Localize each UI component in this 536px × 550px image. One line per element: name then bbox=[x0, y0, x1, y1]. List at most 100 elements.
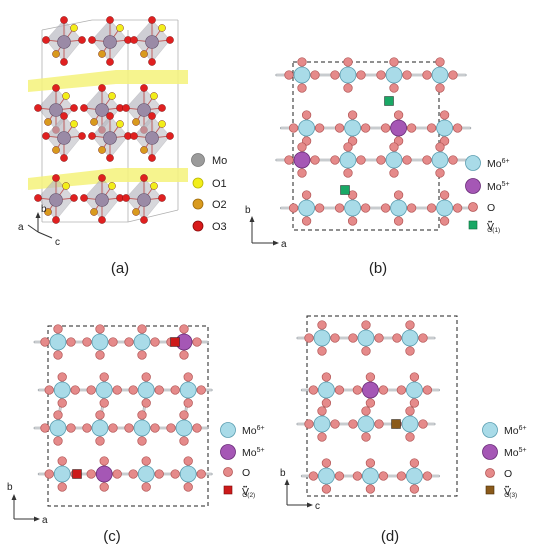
oxygen-atom bbox=[314, 203, 325, 213]
panel-c: b a Mo6+ Mo5+ O V••O(2) (c) bbox=[7, 324, 265, 545]
oxygen-atom bbox=[422, 471, 433, 481]
oxygen-atom bbox=[70, 104, 78, 112]
mo6-atom bbox=[361, 467, 379, 485]
oxygen-atom bbox=[183, 482, 193, 492]
oxygen-atom bbox=[116, 24, 124, 32]
mo6-atom bbox=[390, 199, 408, 217]
legend-o-swatch bbox=[223, 467, 233, 477]
oxygen-atom bbox=[108, 423, 118, 433]
oxygen-atom bbox=[402, 155, 412, 165]
oxygen-atom bbox=[122, 194, 130, 202]
legend-vacancy-o2-swatch bbox=[223, 485, 233, 495]
oxygen-atom bbox=[106, 58, 114, 66]
mo6-atom bbox=[436, 119, 454, 137]
mo6-atom bbox=[133, 419, 151, 437]
legend-o-label: O bbox=[504, 468, 512, 480]
mo6-atom bbox=[53, 465, 71, 483]
mo-atom bbox=[95, 103, 109, 117]
oxygen-atom bbox=[98, 174, 106, 182]
mo6-atom bbox=[357, 415, 375, 433]
axis-label-a: a bbox=[281, 239, 287, 250]
oxygen-atom bbox=[166, 423, 176, 433]
oxygen-atom bbox=[95, 436, 105, 446]
oxygen-atom bbox=[150, 337, 160, 347]
panel-d-lattice bbox=[296, 320, 440, 494]
oxygen-atom bbox=[448, 70, 458, 80]
oxygen-atom bbox=[166, 36, 174, 44]
oxygen-atom bbox=[347, 216, 358, 226]
oxygen-atom bbox=[418, 419, 428, 429]
oxygen-atom bbox=[361, 320, 371, 330]
oxygen-atom bbox=[405, 346, 415, 356]
legend-mo5-swatch bbox=[482, 444, 498, 460]
oxygen-atom bbox=[396, 471, 407, 481]
mo-atom bbox=[57, 35, 71, 49]
oxygen-atom bbox=[98, 84, 106, 92]
oxygen-atom bbox=[140, 174, 148, 182]
oxygen-atom bbox=[78, 36, 86, 44]
oxygen-atom bbox=[40, 423, 50, 433]
legend-vacancy-o2-label: V••O(2) bbox=[242, 485, 255, 499]
oxygen-atom bbox=[314, 123, 325, 133]
oxygen-atom bbox=[418, 333, 428, 343]
mo6-atom bbox=[313, 415, 331, 433]
panel-c-legend: Mo6+ Mo5+ O V••O(2) bbox=[220, 422, 265, 499]
axis-b-arrowhead bbox=[35, 212, 41, 218]
oxygen-atom bbox=[108, 182, 116, 190]
oxygen-atom bbox=[80, 104, 88, 112]
oxygen-atom bbox=[439, 190, 450, 200]
oxygen-atom bbox=[343, 83, 353, 93]
mo6-atom bbox=[431, 151, 449, 169]
oxygen-atom bbox=[389, 57, 399, 67]
oxygen-atom bbox=[317, 432, 327, 442]
oxygen-atom bbox=[196, 469, 206, 479]
legend-o-label: O bbox=[487, 202, 495, 214]
oxygen-atom bbox=[406, 203, 417, 213]
mo-atom bbox=[137, 103, 151, 117]
oxygen-atom bbox=[128, 469, 138, 479]
oxygen-atom bbox=[82, 423, 92, 433]
oxygen-atom bbox=[88, 36, 96, 44]
panel-b: b a Mo6+ Mo5+ O V••O(1) (b) bbox=[245, 57, 510, 277]
oxygen-atom bbox=[374, 333, 384, 343]
axis-a-arrowhead bbox=[34, 516, 40, 522]
mo6-atom bbox=[344, 199, 362, 217]
mo6-atom bbox=[401, 329, 419, 347]
mo6-atom bbox=[95, 381, 113, 399]
oxygen-atom bbox=[317, 346, 327, 356]
axis-label-a: a bbox=[18, 222, 24, 233]
oxygen-atom bbox=[141, 398, 151, 408]
mo5-atom bbox=[95, 465, 113, 483]
legend-o-swatch bbox=[485, 468, 495, 478]
oxygen-atom bbox=[148, 58, 156, 66]
oxygen-atom bbox=[402, 70, 412, 80]
oxygen-atom bbox=[60, 154, 68, 162]
oxygen-atom bbox=[150, 423, 160, 433]
cell-edge bbox=[41, 19, 93, 31]
oxygen-atom bbox=[44, 208, 52, 216]
oxygen-atom bbox=[356, 155, 366, 165]
oxygen-atom bbox=[426, 203, 437, 213]
mo6-atom bbox=[137, 465, 155, 483]
oxygen-atom bbox=[422, 155, 432, 165]
oxygen-atom bbox=[347, 110, 358, 120]
axis-b-arrowhead bbox=[249, 216, 255, 222]
oxygen-atom bbox=[321, 398, 332, 408]
oxygen-atom bbox=[66, 423, 76, 433]
oxygen-atom bbox=[140, 126, 148, 134]
panel-c-caption: (c) bbox=[103, 528, 121, 545]
oxygen-atom bbox=[361, 406, 371, 416]
oxygen-atom bbox=[140, 84, 148, 92]
oxygen-atom bbox=[393, 216, 404, 226]
mo6-atom bbox=[344, 119, 362, 137]
oxygen-atom bbox=[439, 110, 450, 120]
mo6-atom bbox=[436, 199, 454, 217]
oxygen-atom bbox=[409, 484, 420, 494]
oxygen-atom bbox=[106, 154, 114, 162]
oxygen-atom bbox=[435, 57, 445, 67]
oxygen-atom bbox=[374, 419, 384, 429]
oxygen-atom bbox=[128, 385, 138, 395]
panel-d: b c Mo6+ Mo5+ O V••O(3) (d) bbox=[280, 315, 527, 545]
oxygen-atom bbox=[122, 104, 130, 112]
oxygen-atom bbox=[60, 112, 68, 120]
